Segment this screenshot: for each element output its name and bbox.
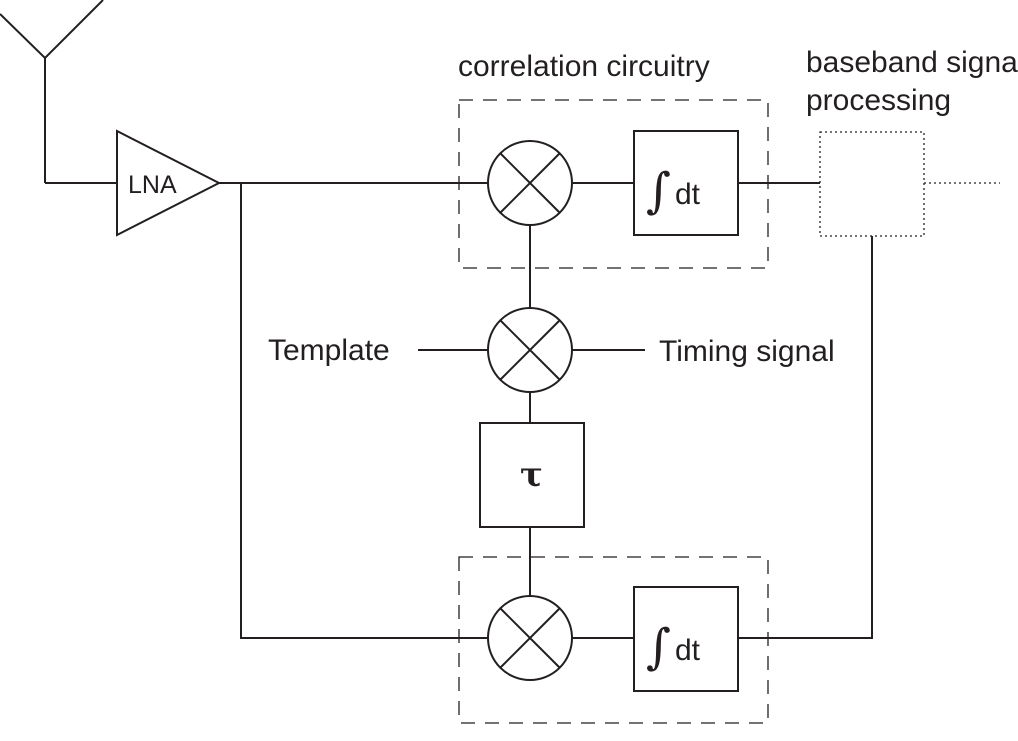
integral-sign-bottom: ∫ [646,619,671,675]
integrator-bottom: ∫ dt [633,586,739,692]
integral-sign-top: ∫ [646,163,671,219]
delay-box [479,422,585,528]
correlation-circuitry-bottom-box [458,556,769,724]
lna-amplifier: LNA [116,129,222,237]
delay-block: τ [479,422,585,528]
baseband-processing: baseband signal processing [806,46,1018,237]
template-label: Template [268,334,390,367]
lna-triangle [116,129,222,237]
mixer-top-cross-b [499,152,561,214]
baseband-label-line2: processing [806,84,951,117]
lna-to-bottom-mixer-wire [240,183,488,639]
antenna [0,0,117,184]
baseband-label-line1: baseband signal [806,46,1018,79]
mixer-middle [487,307,573,393]
integrator-top-box [633,130,739,236]
lna-label: LNA [128,171,177,199]
mixer-top [487,140,573,226]
integrator-bottom-label: dt [675,634,701,667]
integrator-bottom-box [633,586,739,692]
integrator-top-label: dt [675,178,701,211]
mixer-middle-cross-b [499,319,561,381]
timing-signal-label: Timing signal [659,335,835,368]
correlation-circuitry-label: correlation circuitry [458,50,710,83]
integrator-top: ∫ dt [633,130,739,236]
antenna-element [0,0,104,60]
baseband-processing-box [819,131,925,237]
mixer-bottom-cross-b [499,607,561,669]
mixer-bottom [487,595,573,681]
bottom-integrator-to-baseband-wire [768,236,873,639]
delay-tau-label: τ [520,455,543,495]
